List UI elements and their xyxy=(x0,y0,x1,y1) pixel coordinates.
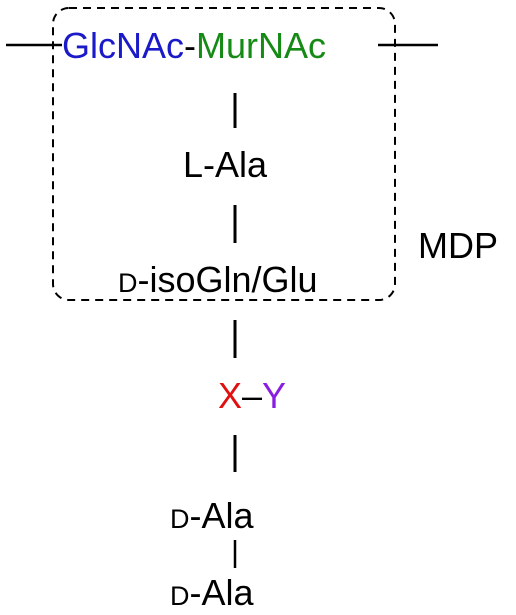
d-ala-1-rest: -Ala xyxy=(190,495,255,536)
mdp-dashed-box xyxy=(52,7,396,301)
x-y-dash: – xyxy=(242,375,262,416)
d-isogln-rest: -isoGln/Glu xyxy=(138,259,318,300)
l-ala-label: L-Ala xyxy=(183,144,268,185)
mdp-label: MDP xyxy=(418,225,498,266)
glcnac-murnac-label: GlcNAc-MurNAc xyxy=(62,25,326,66)
d-ala-label-1: D-Ala xyxy=(170,495,254,536)
murnac-label: MurNAc xyxy=(196,25,326,66)
d-ala-1-prefix: D xyxy=(170,504,190,534)
x-label: X xyxy=(218,375,242,416)
d-ala-label-2: D-Ala xyxy=(170,572,254,613)
d-ala-2-prefix: D xyxy=(170,581,190,611)
d-isogln-glu-label: D-isoGln/Glu xyxy=(118,259,318,300)
x-y-label: X–Y xyxy=(218,375,286,416)
d-isogln-prefix: D xyxy=(118,268,138,298)
glcnac-label: GlcNAc xyxy=(62,25,184,66)
sugar-link-hyphen: - xyxy=(184,25,196,66)
d-ala-2-rest: -Ala xyxy=(190,572,255,613)
y-label: Y xyxy=(262,375,286,416)
